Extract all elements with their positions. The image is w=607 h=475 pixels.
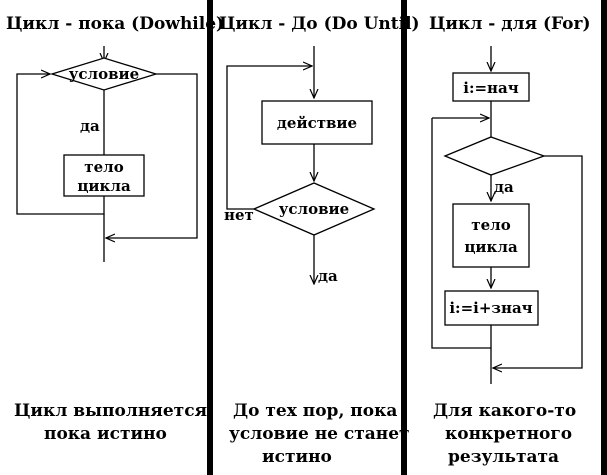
dountil-condition-diamond (252, 182, 376, 236)
dountil-action-label: действие (277, 114, 357, 132)
column-divider-2 (401, 0, 407, 475)
for-exit-arrow (493, 155, 583, 368)
dountil-condition-label: условие (279, 200, 349, 218)
dountil-no-label: нет (224, 206, 254, 224)
for-body-line2: цикла (464, 238, 518, 256)
dountil-caption-line3: истино (262, 447, 332, 467)
dowhile-body-line2: цикла (77, 177, 131, 195)
dountil-title: Цикл - До (Do Until) (219, 14, 420, 34)
for-diagram: Цикл - для (For) i:=нач да тело цикла i:… (429, 14, 591, 467)
column-divider-1 (207, 0, 213, 475)
dowhile-loop-back-arrow (16, 74, 105, 215)
for-title: Цикл - для (For) (429, 14, 591, 34)
dowhile-caption-line1: Цикл выполняется, (14, 401, 213, 421)
dowhile-condition-label: условие (69, 65, 139, 83)
dowhile-body-box (63, 154, 145, 197)
for-loop-back-line (431, 118, 492, 349)
dountil-loop-back-arrow (226, 66, 312, 210)
dowhile-caption-line2: пока истино (44, 424, 167, 444)
for-step-box (444, 290, 539, 326)
dountil-caption-line1: До тех пор, пока (233, 401, 397, 421)
dountil-diagram: Цикл - До (Do Until) действие условие не… (219, 14, 420, 467)
for-caption-line3: результата (448, 447, 559, 467)
for-condition-diamond (443, 136, 546, 176)
dowhile-yes-label: да (80, 117, 100, 135)
for-init-label: i:=нач (463, 79, 519, 97)
dowhile-body-line1: тело (84, 158, 123, 176)
dountil-action-box (261, 100, 373, 145)
dountil-caption-line2: условие не станет (229, 424, 410, 444)
for-step-label: i:=i+знач (449, 299, 532, 317)
dowhile-diagram: Цикл - пока (Dowhile) условие да тело ци… (6, 14, 224, 444)
for-body-box (452, 203, 530, 268)
dowhile-exit-arrow (106, 73, 198, 238)
dowhile-title: Цикл - пока (Dowhile) (6, 14, 224, 34)
for-caption-line2: конкретного (445, 424, 572, 444)
for-body-line1: тело (471, 216, 510, 234)
dountil-yes-label: да (318, 267, 338, 285)
column-divider-right (601, 0, 607, 475)
for-caption-line1: Для какого-то (433, 401, 576, 421)
for-yes-label: да (494, 178, 514, 196)
